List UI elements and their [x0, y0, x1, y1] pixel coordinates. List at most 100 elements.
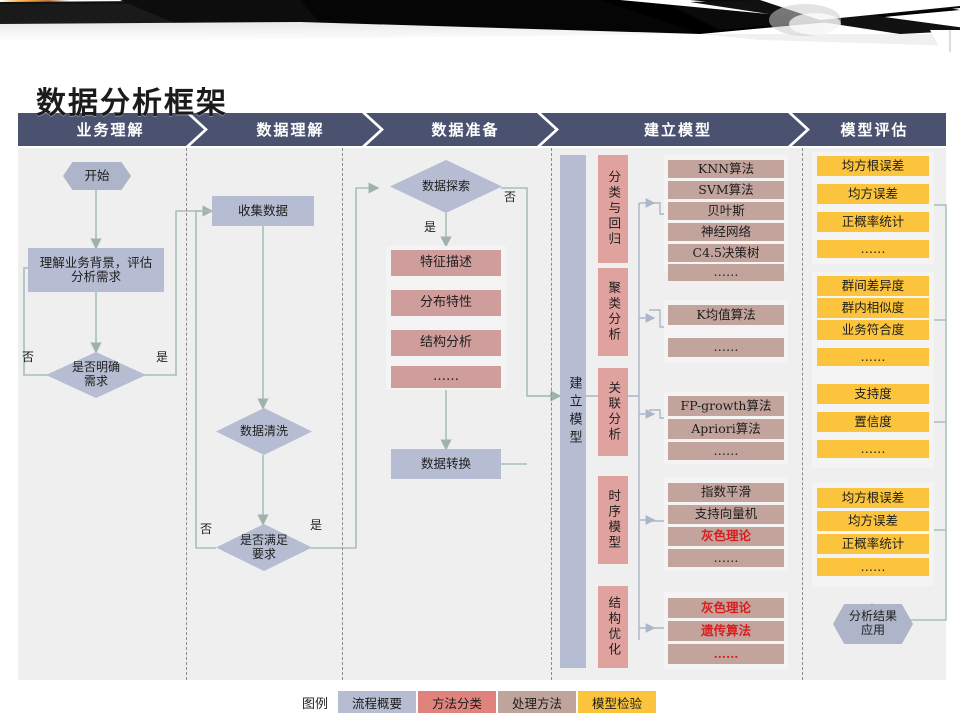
algo-label-4-1: 遗传算法 [700, 622, 751, 638]
chevron-divider-1 [362, 113, 392, 146]
eval-item-0-2[interactable]: 正概率统计 [817, 212, 929, 232]
business-decision-label: 是否明确需求 [71, 360, 120, 388]
eval-label-0-0: 均方根误差 [841, 157, 905, 173]
data-explore-node[interactable]: 数据探索 [390, 160, 502, 213]
eval-item-0-3[interactable]: …… [817, 240, 929, 258]
algo-item-2-0[interactable]: FP-growth算法 [668, 396, 784, 416]
legend-chip-label-0: 流程概要 [351, 695, 402, 711]
model-category-0[interactable]: 分类与回归 [598, 155, 628, 263]
prep-item-2[interactable]: 结构分析 [391, 330, 501, 356]
eval-item-3-1[interactable]: 均方误差 [817, 511, 929, 531]
eval-label-3-0: 均方根误差 [841, 489, 905, 505]
end-node[interactable]: 分析结果应用 [833, 604, 913, 644]
eval-label-3-3: …… [860, 558, 886, 574]
model-vertical-bar-label: 建立模型 [566, 375, 582, 448]
legend-chip-3[interactable]: 模型检验 [578, 691, 656, 713]
column-divider-4 [802, 148, 803, 680]
algo-label-2-2: …… [713, 442, 739, 458]
algo-item-0-1[interactable]: SVM算法 [668, 181, 784, 199]
business-yes-label: 是 [156, 350, 169, 364]
model-category-label-0: 分类与回归 [606, 170, 622, 248]
prep-item-label-0: 特征描述 [419, 254, 472, 270]
business-task-node[interactable]: 理解业务背景，评估分析需求 [28, 248, 164, 292]
eval-item-2-0[interactable]: 支持度 [817, 384, 929, 404]
model-category-1[interactable]: 聚类分析 [598, 268, 628, 356]
satisfy-decision-node[interactable]: 是否满足要求 [216, 524, 312, 571]
explore-no-label: 否 [504, 190, 517, 204]
eval-item-1-0[interactable]: 群间差异度 [817, 276, 929, 296]
stage-label-2: 数据准备 [431, 121, 500, 139]
page-title: 数据分析框架 [36, 86, 228, 121]
algo-item-0-2[interactable]: 贝叶斯 [668, 202, 784, 220]
algo-label-1-0: K均值算法 [696, 306, 756, 322]
legend-chip-2[interactable]: 处理方法 [498, 691, 576, 713]
collect-data-node[interactable]: 收集数据 [212, 196, 314, 226]
data-clean-label: 数据清洗 [239, 423, 288, 438]
start-label: 开始 [84, 167, 110, 183]
stage-item-1[interactable]: 数据理解 [203, 113, 378, 146]
column-divider-2 [342, 148, 343, 680]
legend-chip-0[interactable]: 流程概要 [338, 691, 416, 713]
prep-item-3[interactable]: …… [391, 366, 501, 388]
stage-item-4[interactable]: 模型评估 [803, 113, 946, 146]
algo-item-0-0[interactable]: KNN算法 [668, 160, 784, 178]
eval-item-3-3[interactable]: …… [817, 558, 929, 576]
algo-item-1-1[interactable]: …… [668, 338, 784, 357]
algo-label-2-0: FP-growth算法 [680, 397, 772, 413]
algo-item-3-3[interactable]: …… [668, 549, 784, 567]
model-category-4[interactable]: 结构优化 [598, 586, 628, 668]
algo-label-0-2: 贝叶斯 [707, 202, 745, 218]
prep-item-1[interactable]: 分布特性 [391, 290, 501, 316]
eval-item-3-2[interactable]: 正概率统计 [817, 534, 929, 554]
model-vertical-bar[interactable]: 建立模型 [560, 155, 586, 668]
algo-item-0-3[interactable]: 神经网络 [668, 223, 784, 241]
algo-item-2-2[interactable]: …… [668, 442, 784, 460]
legend-chip-1[interactable]: 方法分类 [418, 691, 496, 713]
stage-label-1: 数据理解 [256, 121, 325, 139]
data-explore-label: 数据探索 [421, 178, 470, 193]
legend-chip-label-1: 方法分类 [431, 695, 482, 711]
algo-label-1-1: …… [713, 339, 739, 355]
algo-item-4-2[interactable]: …… [668, 644, 784, 664]
stage-item-3[interactable]: 建立模型 [553, 113, 803, 146]
stage-item-0[interactable]: 业务理解 [18, 113, 203, 146]
stage-label-4: 模型评估 [840, 121, 909, 139]
data-transform-node[interactable]: 数据转换 [391, 449, 501, 479]
data-clean-node[interactable]: 数据清洗 [216, 408, 312, 455]
business-decision-node[interactable]: 是否明确需求 [46, 352, 146, 398]
algo-label-3-1: 支持向量机 [694, 506, 758, 522]
model-category-3[interactable]: 时序模型 [598, 476, 628, 564]
eval-label-0-3: …… [860, 240, 886, 256]
eval-item-1-2[interactable]: 业务符合度 [817, 320, 929, 340]
diagram-panel [18, 148, 946, 680]
model-category-label-3: 时序模型 [606, 489, 622, 551]
eval-item-1-3[interactable]: …… [817, 348, 929, 366]
satisfy-decision-label: 是否满足要求 [239, 532, 288, 561]
eval-item-0-1[interactable]: 均方误差 [817, 184, 929, 204]
algo-item-0-4[interactable]: C4.5决策树 [668, 244, 784, 262]
eval-label-0-1: 均方误差 [847, 185, 898, 201]
algo-item-3-1[interactable]: 支持向量机 [668, 505, 784, 524]
prep-item-label-3: …… [433, 368, 459, 384]
stage-item-2[interactable]: 数据准备 [378, 113, 553, 146]
prep-item-label-2: 结构分析 [419, 334, 472, 350]
column-divider-3 [551, 148, 552, 680]
algo-item-1-0[interactable]: K均值算法 [668, 305, 784, 325]
prep-item-0[interactable]: 特征描述 [391, 250, 501, 276]
eval-label-1-2: 业务符合度 [841, 321, 905, 337]
eval-item-1-1[interactable]: 群内相似度 [817, 298, 929, 318]
eval-item-2-1[interactable]: 置信度 [817, 412, 929, 432]
algo-item-2-1[interactable]: Apriori算法 [668, 419, 784, 439]
algo-item-3-0[interactable]: 指数平滑 [668, 483, 784, 502]
eval-label-3-2: 正概率统计 [841, 535, 905, 551]
eval-item-3-0[interactable]: 均方根误差 [817, 488, 929, 508]
chevron-divider-0 [186, 113, 216, 146]
algo-item-0-5b[interactable]: …… [668, 264, 784, 281]
model-category-2[interactable]: 关联分析 [598, 368, 628, 456]
eval-item-0-0[interactable]: 均方根误差 [817, 156, 929, 176]
algo-item-3-2[interactable]: 灰色理论 [668, 527, 784, 546]
eval-item-2-2[interactable]: …… [817, 440, 929, 458]
start-node[interactable]: 开始 [63, 162, 131, 190]
algo-item-4-1[interactable]: 遗传算法 [668, 621, 784, 641]
algo-item-4-0[interactable]: 灰色理论 [668, 598, 784, 618]
